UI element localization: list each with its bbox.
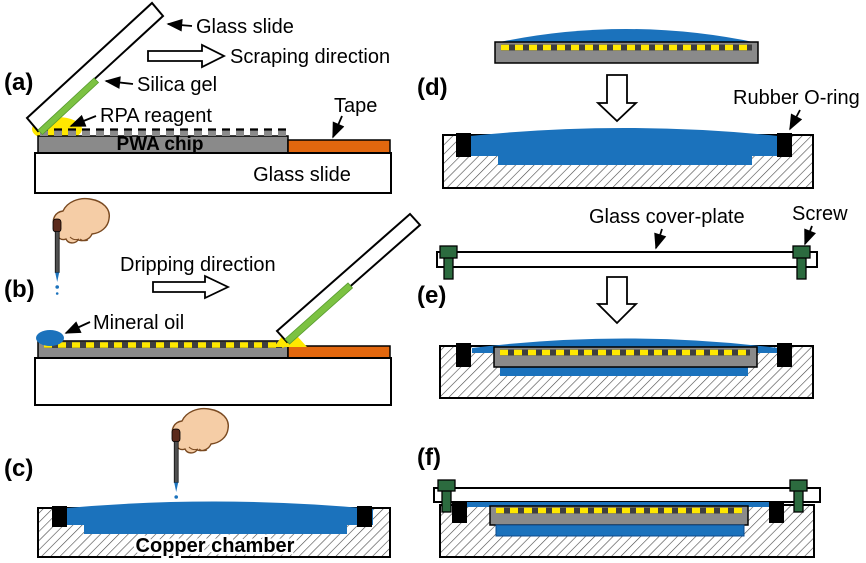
- panel-a-label: (a): [4, 69, 33, 96]
- panel-f: (f): [417, 444, 821, 558]
- mineral-oil-pointer: [64, 321, 91, 334]
- screw-right-shaft: [793, 489, 804, 513]
- o-ring-left: [452, 502, 467, 523]
- panel-b-label: (b): [4, 276, 35, 303]
- rpa-reagent-label: RPA reagent: [100, 105, 212, 127]
- silica-gel-layer: [284, 282, 354, 345]
- down-arrow: [595, 74, 639, 123]
- screw-label: Screw: [792, 203, 848, 225]
- dripping-direction-label: Dripping direction: [120, 254, 276, 276]
- glass-slide-base-label: Glass slide: [253, 164, 351, 186]
- hand-with-dropper: [171, 407, 230, 506]
- glass-slide-base: [34, 152, 392, 194]
- screw-left-head: [437, 479, 456, 492]
- oil-film-top: [466, 502, 771, 507]
- hand-with-dropper: [52, 197, 111, 296]
- oil-under-chip: [500, 367, 748, 376]
- pwa-chip-label: PWA chip: [117, 134, 204, 155]
- panel-d-label: (d): [417, 74, 448, 101]
- o-ring-right: [769, 502, 784, 523]
- silica-gel-layer: [37, 77, 100, 136]
- panel-e-label: (e): [417, 282, 446, 309]
- silica-gel-label: Silica gel: [137, 74, 217, 96]
- copper-chamber-label: Copper chamber: [136, 535, 295, 557]
- panel-f-label: (f): [417, 444, 441, 471]
- mineral-oil-label: Mineral oil: [93, 312, 184, 334]
- tilted-glass-slide: [25, 1, 165, 133]
- screw-right-head: [789, 479, 808, 492]
- tilted-glass-slide: [275, 212, 422, 344]
- glass-cover-plate: [436, 251, 818, 268]
- panel-b: (b) Dripping direction Mineral oil: [4, 197, 422, 406]
- scraping-direction-label: Scraping direction: [230, 46, 390, 68]
- panel-c-label: (c): [4, 455, 33, 482]
- o-ring-right: [357, 506, 372, 527]
- glass-cover-plate-label: Glass cover-plate: [589, 206, 745, 228]
- panel-d: (d) Rubber O-ring: [417, 29, 860, 189]
- rubber-o-ring-label: Rubber O-ring: [733, 87, 860, 109]
- oil-under-chip: [495, 524, 745, 537]
- o-ring-left: [456, 343, 471, 367]
- screw-right-shaft: [796, 256, 807, 280]
- tape-pointer: [332, 115, 345, 139]
- screw-pointer: [804, 225, 817, 246]
- o-ring-left: [52, 506, 67, 527]
- rubber-o-ring-pointer: [789, 109, 803, 131]
- glass-slide-top-label: Glass slide: [196, 16, 294, 38]
- rpa-reagent-pointer: [69, 114, 97, 127]
- dripping-direction-arrow: [152, 274, 231, 300]
- scraping-direction-arrow: [147, 43, 227, 69]
- o-ring-left: [456, 133, 471, 157]
- screw-left-head: [439, 245, 458, 259]
- glass-slide-base: [34, 357, 392, 406]
- mineral-oil-drop: [36, 330, 64, 346]
- panel-c: (c) Copper chamber: [4, 407, 391, 560]
- glass-slide-pointer: [166, 18, 193, 32]
- adhesive-tape: [287, 345, 391, 359]
- adhesive-tape: [287, 139, 391, 154]
- panel-a: (a) Glass slide Scraping direction Silic…: [4, 1, 392, 194]
- tape-label: Tape: [334, 95, 377, 117]
- panel-e: (e) Glass cover-plate Screw: [417, 203, 848, 399]
- oil-pool: [470, 128, 778, 165]
- oil-pool: [55, 501, 373, 534]
- screw-right-head: [792, 245, 811, 259]
- down-arrow: [595, 276, 639, 325]
- glass-cover-plate: [433, 487, 821, 503]
- glass-cover-plate-pointer: [654, 228, 667, 250]
- silica-gel-pointer: [104, 76, 134, 89]
- screw-left-shaft: [441, 489, 452, 513]
- o-ring-right: [777, 343, 792, 367]
- o-ring-right: [777, 133, 792, 157]
- screw-left-shaft: [443, 256, 454, 280]
- oil-dome-on-chip: [495, 29, 758, 43]
